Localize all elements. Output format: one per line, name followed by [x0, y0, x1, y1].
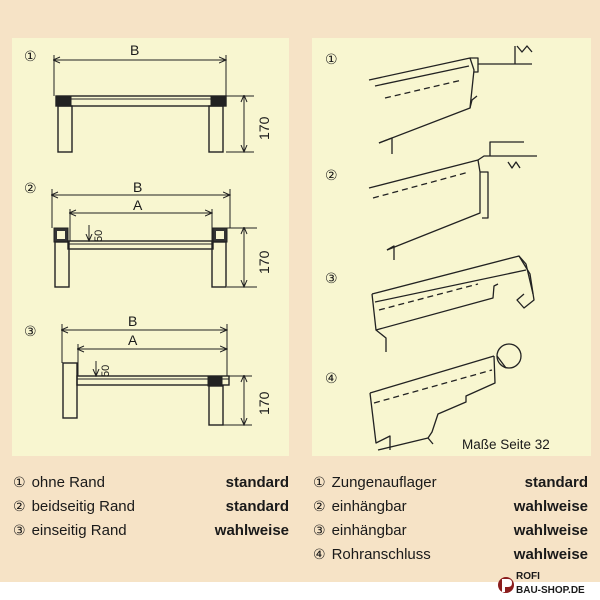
legend-option: standard [225, 498, 289, 515]
figure-4-pipe-connection [369, 343, 522, 451]
legend-right-row-1: ① Zungenauflager standard [313, 472, 588, 494]
legend-right-row-4: ④ Rohranschluss wahlweise [313, 544, 588, 566]
left-panel-drawing: ① B 170 ② B A 50 170 ③ B A 50 170 [24, 42, 272, 456]
figure-3-dim-a: A [128, 332, 138, 348]
figure-1-dim-b: B [130, 42, 139, 58]
legend-label: beidseitig Rand [31, 498, 135, 515]
right-figure-4-number: ④ [325, 371, 338, 387]
right-panel-connection-types: ① ② ③ ④ [312, 38, 591, 456]
figure-3-one-rim [62, 324, 252, 425]
legend-label: ohne Rand [31, 474, 105, 491]
legend-left-row-3: ③ einseitig Rand wahlweise [13, 520, 289, 542]
legend-label: einhängbar [331, 498, 407, 515]
legend-label: Zungenauflager [331, 474, 437, 491]
figure-1-no-rim [54, 55, 254, 152]
legend-number: ③ [13, 523, 26, 539]
legend-number: ① [13, 475, 26, 491]
legend-option: wahlweise [513, 522, 588, 539]
left-panel-grate-profiles: ① B 170 ② B A 50 170 ③ B A 50 170 [12, 38, 289, 456]
right-figure-2-number: ② [325, 168, 338, 184]
legend-option: wahlweise [513, 498, 588, 515]
figure-3-height: 170 [256, 391, 272, 415]
legend-left: ① ohne Rand standard ② beidseitig Rand sta… [13, 472, 289, 562]
figure-2-hook-in [368, 141, 537, 260]
legend-number: ① [313, 475, 326, 491]
legend-number: ③ [313, 523, 326, 539]
figure-2-dim-a: A [133, 197, 143, 213]
logo-line-1: ROFI [516, 571, 540, 582]
legend-option: standard [225, 474, 289, 491]
figure-2-height: 170 [256, 250, 272, 274]
logo-p-letter-icon [502, 579, 512, 592]
legend-left-row-2: ② beidseitig Rand standard [13, 496, 289, 518]
legend-option: wahlweise [214, 522, 289, 539]
figure-2-rim-height: 50 [93, 230, 105, 242]
legend-left-row-1: ① ohne Rand standard [13, 472, 289, 494]
figure-3-number: ③ [24, 324, 37, 340]
figure-1-number: ① [24, 49, 37, 65]
figure-3-hook-in-variant [371, 255, 535, 352]
legend-option: standard [524, 474, 588, 491]
right-figure-1-number: ① [325, 52, 338, 68]
figure-1-tongue-support [368, 45, 533, 154]
profi-bau-shop-logo[interactable]: ROFI BAU-SHOP.DE [496, 565, 600, 600]
figure-2-dim-b: B [133, 179, 142, 195]
legend-label: einhängbar [331, 522, 407, 539]
logo-line-2: BAU-SHOP.DE [516, 585, 585, 596]
page-reference-note: Maße Seite 32 [462, 437, 550, 452]
legend-label: Rohranschluss [331, 546, 431, 563]
right-panel-drawing: ① ② ③ ④ [325, 45, 537, 451]
figure-3-rim-height: 50 [100, 365, 112, 377]
legend-number: ④ [313, 547, 326, 563]
figure-1-height: 170 [256, 116, 272, 140]
legend-right-row-3: ③ einhängbar wahlweise [313, 520, 588, 542]
legend-label: einseitig Rand [31, 522, 127, 539]
legend-number: ② [13, 499, 26, 515]
right-figure-3-number: ③ [325, 271, 338, 287]
figure-2-number: ② [24, 181, 37, 197]
figure-2-both-rims [52, 189, 257, 287]
legend-option: wahlweise [513, 546, 588, 563]
figure-3-dim-b: B [128, 313, 137, 329]
legend-number: ② [313, 499, 326, 515]
legend-right-row-2: ② einhängbar wahlweise [313, 496, 588, 518]
legend-right: ① Zungenauflager standard ② einhängbar wah… [313, 472, 588, 572]
